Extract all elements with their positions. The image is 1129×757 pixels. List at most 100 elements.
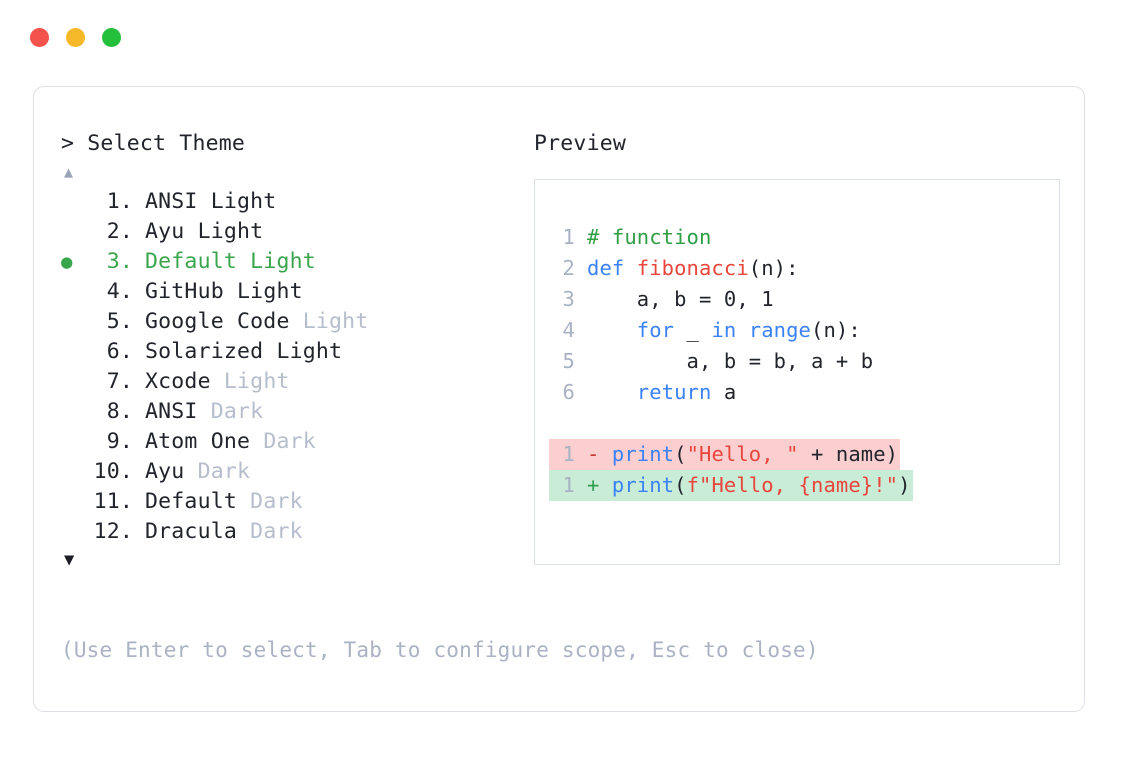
- theme-list-item[interactable]: 6.Solarized Light: [61, 337, 531, 367]
- theme-list-item[interactable]: 9.Atom One Dark: [61, 427, 531, 457]
- code-line-number: 6: [562, 380, 575, 404]
- bullet-placeholder: [61, 457, 87, 487]
- theme-item-variant: Light: [237, 279, 303, 304]
- code-token: (: [674, 442, 687, 466]
- theme-item-name: Ayu: [145, 219, 185, 244]
- theme-item-number: 12.: [93, 519, 133, 544]
- theme-item-name: Atom One: [145, 429, 251, 454]
- code-line-text: return a: [587, 377, 736, 408]
- theme-item-number: 2.: [106, 219, 133, 244]
- theme-list-item[interactable]: 4. GitHub Light: [61, 277, 531, 307]
- theme-item-variant: Light: [302, 309, 369, 334]
- theme-item-number: 1.: [106, 189, 133, 214]
- code-line: 1# function: [549, 222, 1059, 253]
- code-line: 5 a, b = b, a + b: [549, 346, 1059, 377]
- theme-list-item[interactable]: 7.Xcode Light: [61, 367, 531, 397]
- diff-line-number: 1: [549, 470, 587, 501]
- theme-item-number: 9.: [106, 429, 133, 454]
- theme-list-item[interactable]: 2. Ayu Light: [61, 217, 531, 247]
- theme-item-name: Default: [145, 249, 238, 274]
- bullet-placeholder: [61, 487, 87, 517]
- code-line-number: 2: [562, 256, 575, 280]
- theme-list-item[interactable]: ●3.Default Light: [61, 247, 531, 277]
- code-line-text: a, b = b, a + b: [587, 346, 874, 377]
- diff-line-text: + print(f"Hello, {name}!"): [587, 470, 913, 501]
- theme-item-space: [184, 217, 197, 247]
- code-token: (: [674, 473, 687, 497]
- code-token: in: [711, 318, 737, 342]
- theme-list-item[interactable]: 12. Dracula Dark: [61, 517, 531, 547]
- code-token: 1: [761, 287, 774, 311]
- theme-item-name: ANSI: [145, 399, 198, 424]
- bullet-placeholder: [61, 337, 87, 367]
- bullet-placeholder: [61, 517, 87, 547]
- minimize-window-dot[interactable]: [66, 28, 85, 47]
- theme-item-number: 4.: [106, 279, 133, 304]
- code-line: 4 for _ in range(n):: [549, 315, 1059, 346]
- page-title: > Select Theme: [61, 131, 246, 156]
- theme-item-name: GitHub: [145, 279, 224, 304]
- scroll-up-icon[interactable]: ▲: [64, 163, 74, 181]
- theme-item-variant: Light: [210, 189, 277, 214]
- theme-item-number: 8.: [106, 399, 133, 424]
- theme-item-variant: Dark: [197, 459, 251, 484]
- maximize-window-dot[interactable]: [102, 28, 121, 47]
- code-token: ,: [736, 287, 762, 311]
- code-line-text: def fibonacci(n):: [587, 253, 799, 284]
- code-line-number: 3: [562, 287, 575, 311]
- theme-item-variant: Dark: [250, 489, 303, 514]
- theme-list-item[interactable]: 5. Google Code Light: [61, 307, 531, 337]
- theme-item-name: Dracula: [145, 519, 238, 544]
- theme-list-item[interactable]: 11. Default Dark: [61, 487, 531, 517]
- bullet-placeholder: [61, 307, 87, 337]
- code-token: _: [674, 318, 712, 342]
- theme-item-space: [237, 247, 250, 277]
- code-line: 3 a, b = 0, 1: [549, 284, 1059, 315]
- diff-marker-space: [599, 473, 611, 497]
- theme-list-item[interactable]: 8.ANSI Dark: [61, 397, 531, 427]
- scroll-down-icon[interactable]: ▼: [64, 550, 75, 570]
- diff-line-text: - print("Hello, " + name): [587, 439, 901, 470]
- code-token: + name): [798, 442, 899, 466]
- theme-item-number: 5.: [106, 309, 133, 334]
- theme-item-variant: Light: [223, 369, 290, 394]
- theme-list[interactable]: 1.ANSI Light 2.Ayu Light●3.Default Light…: [61, 187, 531, 547]
- code-token: print: [611, 442, 675, 466]
- code-spacer: [549, 408, 1059, 439]
- theme-item-name: Google Code: [145, 309, 290, 334]
- theme-list-item[interactable]: 10.Ayu Dark: [61, 457, 531, 487]
- theme-item-number: 3.: [106, 249, 133, 274]
- theme-item-space: [211, 367, 224, 397]
- theme-item-space: [184, 457, 197, 487]
- theme-list-item[interactable]: 1.ANSI Light: [61, 187, 531, 217]
- window-titlebar: [30, 28, 121, 47]
- theme-item-space: [224, 277, 237, 307]
- code-token: [587, 380, 637, 404]
- theme-item-variant: Light: [197, 219, 264, 244]
- selected-bullet-icon: ●: [61, 251, 73, 273]
- theme-list-column: > Select Theme ▲ 1.ANSI Light 2.Ayu Ligh…: [61, 129, 531, 573]
- theme-item-number: 11.: [93, 489, 133, 514]
- code-token: fibonacci: [636, 256, 749, 280]
- code-line-text: for _ in range(n):: [587, 315, 861, 346]
- code-token: [736, 318, 748, 342]
- diff-removed-line: 1- print("Hello, " + name): [549, 439, 1059, 470]
- preview-label: Preview: [534, 131, 627, 156]
- theme-item-space: [250, 427, 263, 457]
- code-token: # function: [587, 225, 712, 249]
- theme-item-name: Default: [145, 489, 238, 514]
- diff-added-line: 1+ print(f"Hello, {name}!"): [549, 470, 1059, 501]
- close-window-dot[interactable]: [30, 28, 49, 47]
- theme-item-space: [263, 337, 276, 367]
- code-line-text: # function: [587, 222, 711, 253]
- bullet-placeholder: [61, 187, 87, 217]
- code-token: return: [636, 380, 712, 404]
- code-token: ): [898, 473, 911, 497]
- bullet-placeholder: [61, 397, 87, 427]
- theme-selector-panel: > Select Theme ▲ 1.ANSI Light 2.Ayu Ligh…: [33, 86, 1085, 712]
- theme-item-space: [237, 487, 250, 517]
- theme-item-variant: Dark: [250, 519, 303, 544]
- code-token: 0: [723, 287, 737, 311]
